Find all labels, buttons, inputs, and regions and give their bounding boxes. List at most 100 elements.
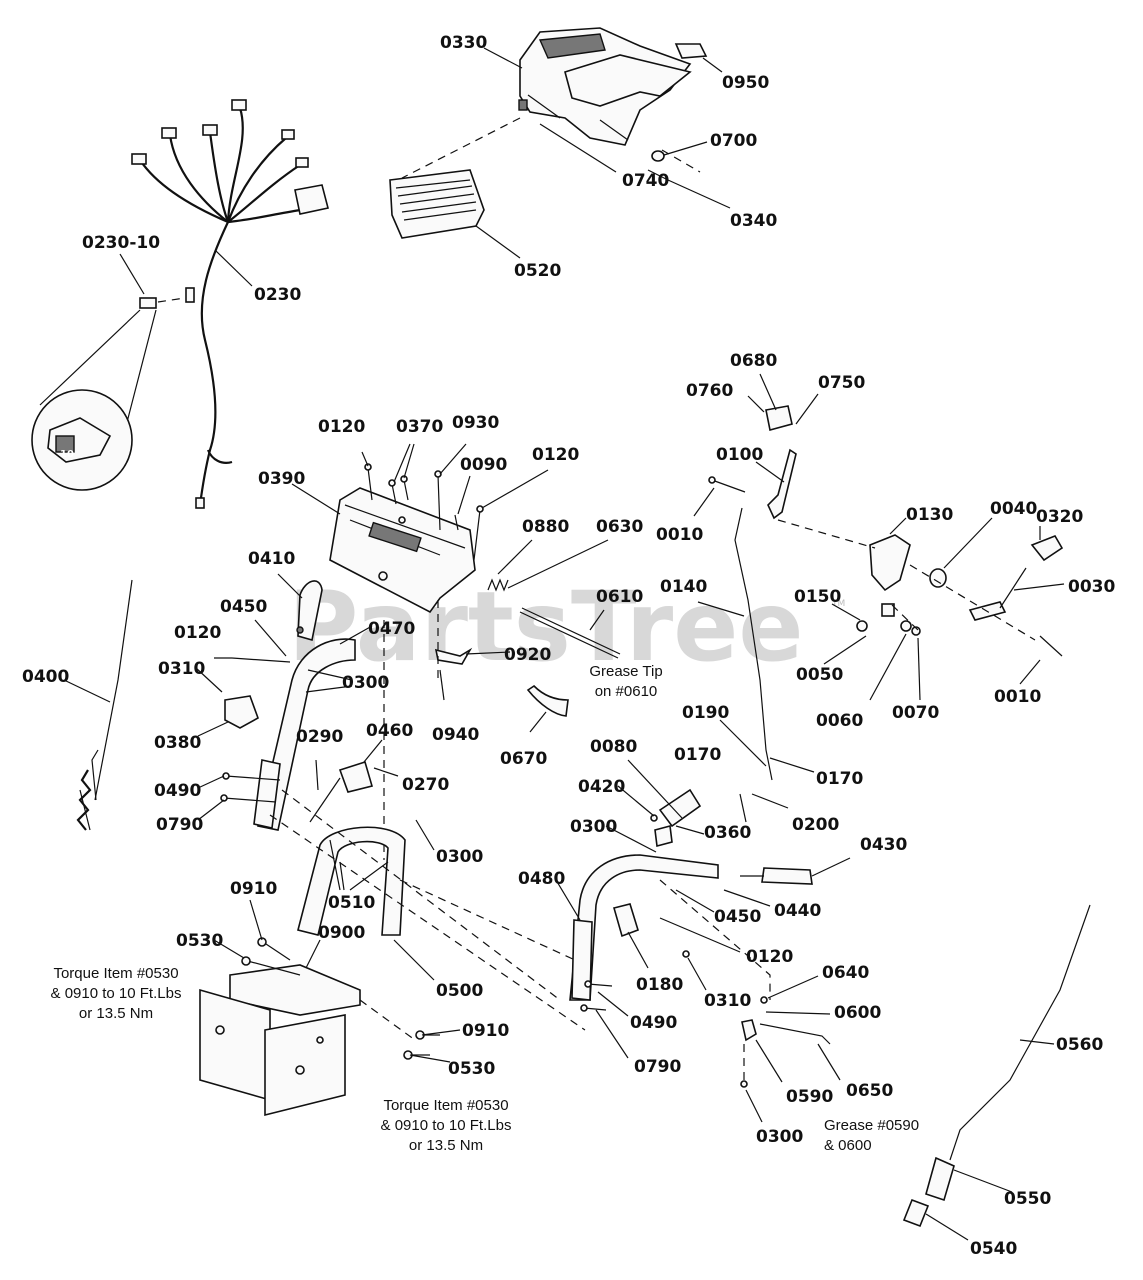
wire-harness-0230 — [131, 99, 329, 509]
label-0100: 0100 — [716, 445, 763, 465]
dash-left-2 — [269, 814, 586, 1031]
bolt-0120-left — [231, 657, 291, 663]
label-0190: 0190 — [682, 703, 729, 723]
fuse-value: 10 — [60, 449, 74, 460]
label-0880: 0880 — [522, 517, 569, 537]
label-0330: 0330 — [440, 33, 487, 53]
label-0910-a: 0910 — [230, 879, 277, 899]
note-torque-left-line3: or 13.5 Nm — [79, 1005, 153, 1022]
label-0540: 0540 — [970, 1239, 1017, 1259]
label-0340: 0340 — [730, 211, 777, 231]
label-0010-right: 0010 — [994, 687, 1041, 707]
bracket-0130 — [869, 534, 911, 592]
label-0130: 0130 — [906, 505, 953, 525]
label-0230: 0230 — [254, 285, 301, 305]
label-0030: 0030 — [1068, 577, 1115, 597]
knob-0320 — [1030, 535, 1064, 562]
bolt-0290 — [309, 777, 341, 823]
label-0420: 0420 — [578, 777, 625, 797]
label-0610: 0610 — [596, 587, 643, 607]
bracket-0460 — [338, 760, 374, 793]
note-torque-center: Torque Item #0530 & 0910 to 10 Ft.Lbs or… — [381, 1097, 512, 1154]
screw-0340 — [647, 169, 669, 181]
label-0150: 0150 — [794, 587, 841, 607]
label-0320: 0320 — [1036, 507, 1083, 527]
label-0590: 0590 — [786, 1087, 833, 1107]
note-torque-left: Torque Item #0530 & 0910 to 10 Ft.Lbs or… — [51, 965, 182, 1022]
label-0010-top: 0010 — [656, 525, 703, 545]
handle-grip-0410 — [296, 580, 323, 642]
note-grease-tip: Grease Tip on #0610 — [589, 663, 662, 700]
label-0630: 0630 — [596, 517, 643, 537]
dash-right-3 — [891, 604, 921, 633]
label-0140: 0140 — [660, 577, 707, 597]
note-grease-tip-line2: on #0610 — [595, 683, 658, 700]
label-0300-a: 0300 — [342, 673, 389, 693]
label-0670: 0670 — [500, 749, 547, 769]
rod-0610 — [519, 607, 621, 659]
label-0290: 0290 — [296, 727, 343, 747]
part-labels: 0330 0950 0700 0740 0340 0520 0230-10 02… — [22, 33, 1115, 1259]
label-0510: 0510 — [328, 893, 375, 913]
clip-0670 — [526, 684, 569, 717]
washer-0700 — [651, 150, 665, 162]
label-0480: 0480 — [518, 869, 565, 889]
dash-left-3 — [399, 879, 576, 961]
label-0750: 0750 — [818, 373, 865, 393]
dash-right-handle-1 — [659, 879, 771, 1000]
grip-0430 — [740, 867, 813, 885]
label-0070: 0070 — [892, 703, 939, 723]
bolt-0010-top — [708, 476, 746, 493]
label-0520: 0520 — [514, 261, 561, 281]
label-0180: 0180 — [636, 975, 683, 995]
label-0300-c: 0300 — [570, 817, 617, 837]
label-0550: 0550 — [1004, 1189, 1051, 1209]
dash-left-1 — [281, 789, 561, 1001]
upper-handle-0470 — [253, 638, 356, 831]
label-0300-b: 0300 — [436, 847, 483, 867]
watermark-tm: TM — [831, 599, 845, 609]
bolts-0490-0790 — [220, 772, 281, 803]
clip-0950 — [674, 43, 708, 59]
label-0120-a: 0120 — [318, 417, 365, 437]
note-torque-left-line1: Torque Item #0530 — [53, 965, 178, 982]
label-0600: 0600 — [834, 1003, 881, 1023]
label-0470: 0470 — [368, 619, 415, 639]
frame-plates — [199, 964, 361, 1117]
dash-left-4 — [359, 999, 416, 1041]
label-0760: 0760 — [686, 381, 733, 401]
label-0080: 0080 — [590, 737, 637, 757]
lever-0080 — [654, 788, 702, 848]
label-0120-b: 0120 — [532, 445, 579, 465]
note-grease-0590: Grease #0590 & 0600 — [824, 1117, 919, 1154]
bolt-0010-right — [1039, 635, 1063, 657]
note-grease-0590-line2: & 0600 — [824, 1137, 872, 1154]
label-0170-a: 0170 — [674, 745, 721, 765]
label-0170-b: 0170 — [816, 769, 863, 789]
label-0370: 0370 — [396, 417, 443, 437]
label-0270: 0270 — [402, 775, 449, 795]
label-0230-10: 0230-10 — [82, 233, 160, 253]
crank-0030 — [968, 567, 1027, 621]
cable-0400 — [76, 579, 133, 831]
label-0790-b: 0790 — [634, 1057, 681, 1077]
label-0680: 0680 — [730, 351, 777, 371]
label-0450-b: 0450 — [714, 907, 761, 927]
label-0440: 0440 — [774, 901, 821, 921]
label-0900: 0900 — [318, 923, 365, 943]
label-0400: 0400 — [22, 667, 69, 687]
cable-0560 — [902, 904, 1091, 1228]
label-0650: 0650 — [846, 1081, 893, 1101]
dash-panel-0390 — [329, 487, 476, 614]
linkage-0600-0650 — [740, 996, 831, 1088]
note-torque-center-line2: & 0910 to 10 Ft.Lbs — [381, 1117, 512, 1134]
label-0490-b: 0490 — [630, 1013, 677, 1033]
label-0120-c: 0120 — [174, 623, 221, 643]
label-0060: 0060 — [816, 711, 863, 731]
label-0930: 0930 — [452, 413, 499, 433]
label-0950: 0950 — [722, 73, 769, 93]
label-0700: 0700 — [710, 131, 757, 151]
hood-assembly — [518, 27, 692, 146]
